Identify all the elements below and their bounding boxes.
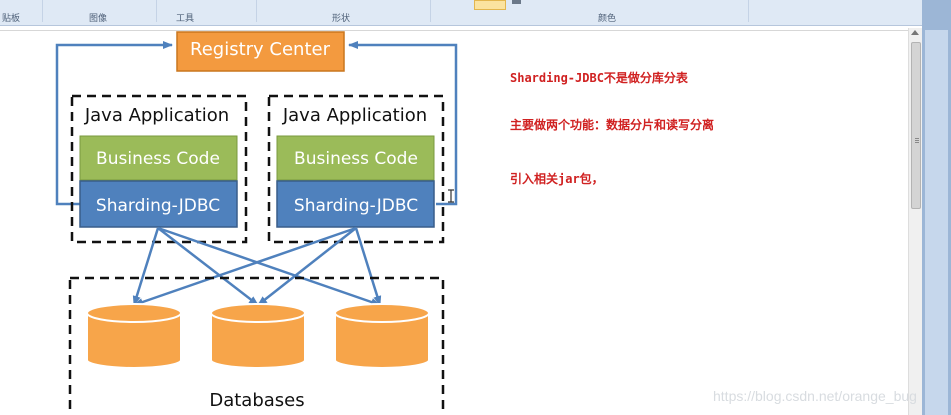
window-side-panel (922, 0, 951, 415)
scrollbar-thumb[interactable] (911, 42, 921, 209)
ribbon-group-clipboard[interactable]: 贴板 (2, 14, 21, 24)
note-line: 引入相关jar包， (510, 172, 604, 186)
note-line: 主要做两个功能：数据分片和读写分离 (510, 118, 715, 132)
vertical-scrollbar[interactable] (908, 28, 922, 415)
ribbon-group-tools[interactable]: 工具 (176, 14, 195, 24)
business-code-box (276, 135, 435, 181)
watermark: https://blog.csdn.net/orange_bug (713, 388, 917, 404)
routing-arrow (354, 227, 382, 306)
sharding-jdbc-box (276, 180, 435, 228)
business-code-label: Business Code (96, 149, 220, 169)
java-app-title: Java Application (84, 105, 229, 126)
java-app-container (70, 94, 248, 244)
sharding-jdbc-label: Sharding-JDBC (294, 196, 418, 216)
ribbon-group-shapes[interactable]: 形状 (332, 14, 351, 24)
ribbon-separator (156, 0, 157, 22)
registry-center-label: Registry Center (190, 39, 331, 60)
side-panel-inner (925, 30, 948, 415)
ribbon-separator (748, 0, 749, 22)
ribbon-group-image[interactable]: 图像 (89, 14, 108, 24)
database-cylinder (86, 303, 182, 369)
text-cursor-icon (448, 189, 454, 203)
database-cylinder (334, 303, 430, 369)
ribbon-separator (42, 0, 43, 22)
business-code-label: Business Code (294, 149, 418, 169)
sharding-jdbc-label: Sharding-JDBC (96, 196, 220, 216)
ribbon-separator (256, 0, 257, 22)
grip-icon (915, 138, 919, 139)
ribbon-separator (430, 0, 431, 22)
color-swatch-button[interactable] (474, 0, 506, 10)
color-edit-icon[interactable] (512, 0, 521, 4)
architecture-diagram: Registry Center Java Application Busines… (55, 31, 458, 415)
registry-link-right (348, 41, 458, 206)
ribbon-toolbar: 贴板 图像 工具 形状 颜色 (0, 0, 951, 26)
routing-arrow (257, 227, 357, 306)
routing-arrow (157, 226, 381, 307)
databases-label: Databases (209, 390, 304, 411)
registry-link-left (55, 41, 173, 206)
database-cylinder (210, 303, 306, 369)
ribbon-group-colors[interactable]: 颜色 (598, 14, 617, 24)
routing-arrow (157, 227, 259, 306)
business-code-box (79, 135, 238, 181)
databases-container (68, 276, 445, 415)
routing-arrow (133, 226, 357, 307)
routing-arrow (132, 227, 160, 306)
java-app-title: Java Application (282, 105, 427, 126)
canvas-top-border (0, 30, 920, 31)
drawing-canvas[interactable]: Registry Center Java Application Busines… (0, 31, 908, 415)
java-app-container (267, 94, 445, 244)
sharding-jdbc-box (79, 180, 238, 228)
note-line: Sharding-JDBC不是做分库分表 (510, 71, 688, 85)
registry-center-box (176, 31, 345, 72)
scroll-up-arrow-icon[interactable] (911, 30, 919, 35)
